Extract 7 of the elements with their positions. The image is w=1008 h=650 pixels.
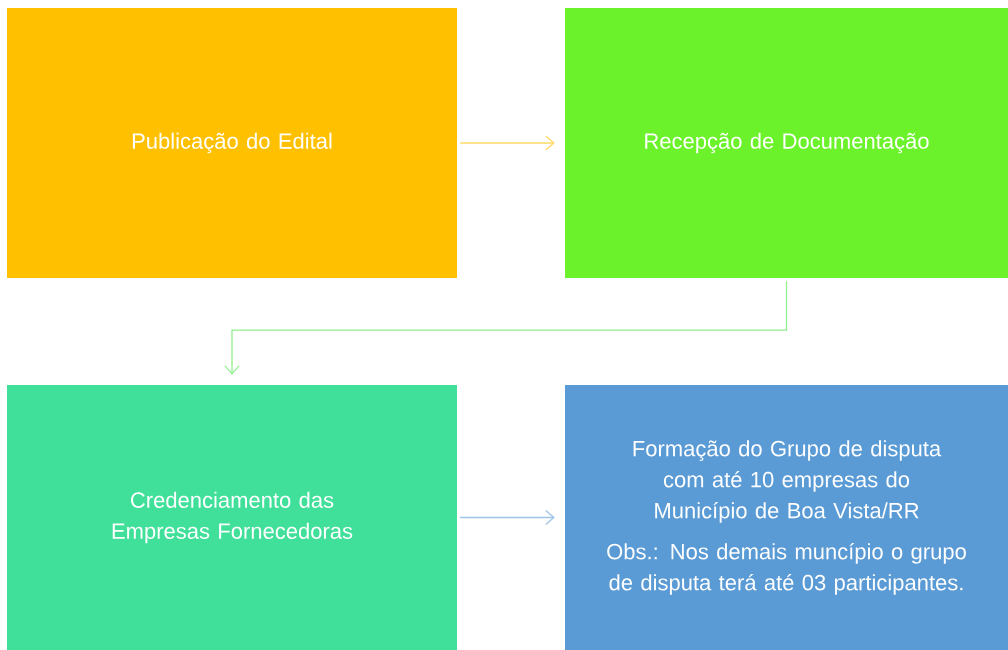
process-box: Recepção de Documentação	[565, 8, 1008, 278]
process-box: Credenciamento das Empresas Fornecedoras	[7, 385, 457, 650]
process-box: Publicação do Edital	[7, 8, 457, 278]
arrow	[459, 509, 555, 526]
process-box: Formação do Grupo de disputa com até 10 empresas do Município de Boa Vista/RR Obs.: Nos demais muncípio o grupo de disputa terá até 03 participantes.	[565, 385, 1008, 650]
arrow	[459, 135, 555, 151]
arrow	[224, 280, 788, 375]
